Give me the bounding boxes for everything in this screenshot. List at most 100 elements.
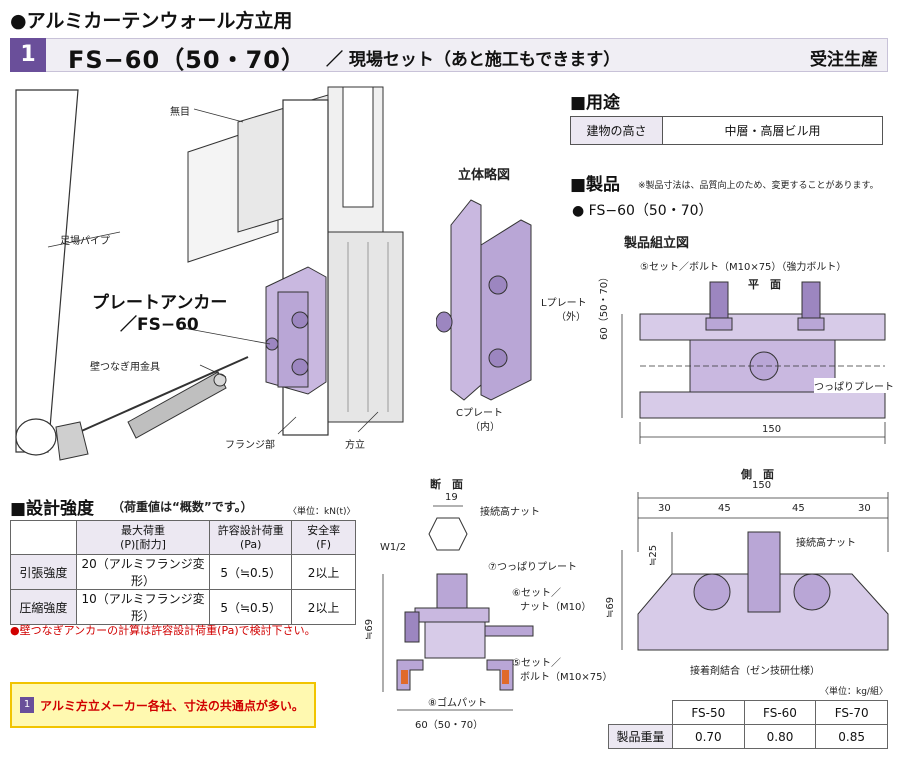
strength-heading: ■設計強度 [10,499,95,519]
table-row: 圧縮強度 10（アルミフランジ変形） 5（≒0.5） 2以上 [10,589,356,625]
side-dim-4: 30 [858,503,871,514]
section-title: ●アルミカーテンウォール方立用 [10,10,293,32]
section-dim-19: 19 [445,492,458,503]
section-set-bolt-label2: ボルト（M10×75） [520,672,613,683]
section-set-nut-label2: ナット（M10） [520,602,592,613]
side-dim-69: ≒69 [605,596,616,618]
label-wall-tie: 壁つなぎ用金具 [90,362,160,373]
perspective-sketch [436,199,532,401]
label-l-plate-outer: （外） [556,312,586,323]
title-number-badge: 1 [10,38,46,72]
side-bolt-right [793,573,831,611]
section-width-dim: 60（50・70） [415,720,484,731]
label-flange: フランジ部 [225,440,275,451]
table-row: 製品重量 0.70 0.80 0.85 [608,724,888,749]
col-safety-factor: 安全率 (F) [291,520,356,555]
plan-height-dim: 60（50・70） [599,271,610,340]
title-bar [10,38,888,72]
section-nut-top [428,517,468,551]
weight-row-label: 製品重量 [608,724,673,749]
weight-table: FS-50 FS-60 FS-70 製品重量 0.70 0.80 0.85 [608,700,888,749]
strength-warning: ●壁つなぎアンカーの計算は許容設計荷重(Pa)で検討下さい。 [10,624,316,637]
section-dim-69: ≒69 [364,618,375,640]
label-scaffold-pipe: 足場パイプ [60,236,110,247]
weight-val-fs60: 0.80 [743,724,817,749]
cell-max: 20（アルミフランジ変形） [75,554,211,590]
side-total-dim: 150 [752,480,772,491]
product-heading: ■製品 [570,175,621,195]
product-title: FS−60（50・70） [68,46,306,74]
side-dim-2: 45 [718,503,731,514]
section-joint-nut [436,573,468,613]
bolt-mid [265,337,279,351]
scaffold-pipe-end [15,418,57,456]
plan-nut [749,351,779,381]
section-view-title: 断 面 [430,478,463,491]
l-plate-shape [480,219,532,401]
label-plate-anchor-line1: プレートアンカー [92,293,228,313]
rubber-pad-left [401,670,408,684]
weight-col-fs70: FS-70 [815,700,888,725]
bolt-upper [291,311,309,329]
usage-heading: ■用途 [570,93,621,113]
section-joint-nut-label: 接続高ナット [480,507,540,518]
side-dim-1: 30 [658,503,671,514]
usage-table: 建物の高さ 中層・高層ビル用 [570,116,883,145]
side-dim-25: ≒25 [648,544,659,566]
scaffold-pipe-shape [15,89,79,453]
main-installation-illustration [15,86,404,461]
order-note: 受注生産 [810,50,878,70]
callout-text: アルミ方立メーカー各社、寸法の共通点が多い。 [40,699,304,713]
cell-allow: 5（≒0.5） [209,554,293,590]
plan-bolt-right [801,281,821,323]
section-set-nut-label1: ⑥セット／ [512,588,561,599]
weight-col-fs50: FS-50 [672,700,745,725]
weight-val-fs50: 0.70 [672,724,745,749]
cell-max: 10（アルミフランジ変形） [75,589,211,625]
pipe-clamp [55,421,89,461]
label-l-plate: Lプレート [541,298,587,309]
cell-allow: 5（≒0.5） [209,589,293,625]
callout-box [10,682,316,728]
side-joint-nut [747,531,781,613]
section-view-drawing [382,505,534,711]
label-plate-anchor-line2: ／FS−60 [120,315,199,335]
product-note: ※製品寸法は、品質向上のため、変更することがあります。 [638,181,879,191]
section-rubber-pad-label: ⑧ゴムパット [428,698,487,709]
usage-row-value: 中層・高層ビル用 [662,116,883,145]
plan-label: 平 面 [748,278,781,291]
label-c-plate-inner: （内） [470,422,500,433]
section-w12-label: W1/2 [380,542,406,553]
section-bolt-shank [484,625,534,637]
usage-row-label: 建物の高さ [570,116,663,145]
turnbuckle-body [127,371,227,439]
row-label: 引張強度 [10,554,77,590]
product-model: ● FS−60（50・70） [572,203,713,219]
table-row: 引張強度 20（アルミフランジ変形） 5（≒0.5） 2以上 [10,554,356,590]
c-plate-shape [450,199,482,401]
plan-bolt-left [709,281,729,323]
perspective-title: 立体略図 [458,168,511,183]
side-bolt-left [693,573,731,611]
plan-width-dim: 150 [762,424,782,435]
cell-safety: 2以上 [291,589,356,625]
section-tension-plate-label: ⑦つっぱりプレート [488,562,577,573]
plan-view-drawing [621,281,886,444]
label-mullion-eye: 無目 [170,107,190,118]
adhesive-label: 接着剤結合（ゼン技研仕様） [690,666,820,677]
side-view-title: 側 面 [741,468,774,481]
callout-number: 1 [20,697,34,713]
tension-plate-label: つっぱりプレート [814,378,894,393]
section-set-bolt-label1: ⑤セット／ [512,658,561,669]
weight-unit: 〈単位：kg/組〉 [820,687,888,697]
side-joint-nut-label: 接続高ナット [796,534,856,549]
label-mullion: 方立 [345,440,365,451]
cell-safety: 2以上 [291,554,356,590]
col-allowable-load: 許容設計荷重 (Pa) [209,520,293,555]
set-bolt-note: ⑤セット／ボルト（M10×75）（強力ボルト） [640,262,847,273]
weight-val-fs70: 0.85 [815,724,888,749]
col-max-load: 最大荷重 (P)[耐力] [75,520,211,555]
weight-col-fs60: FS-60 [743,700,817,725]
strength-unit: 〈単位：kN(t)〉 [288,507,356,517]
product-subtitle: ／ 現場セット（あと施工もできます） [326,50,621,70]
